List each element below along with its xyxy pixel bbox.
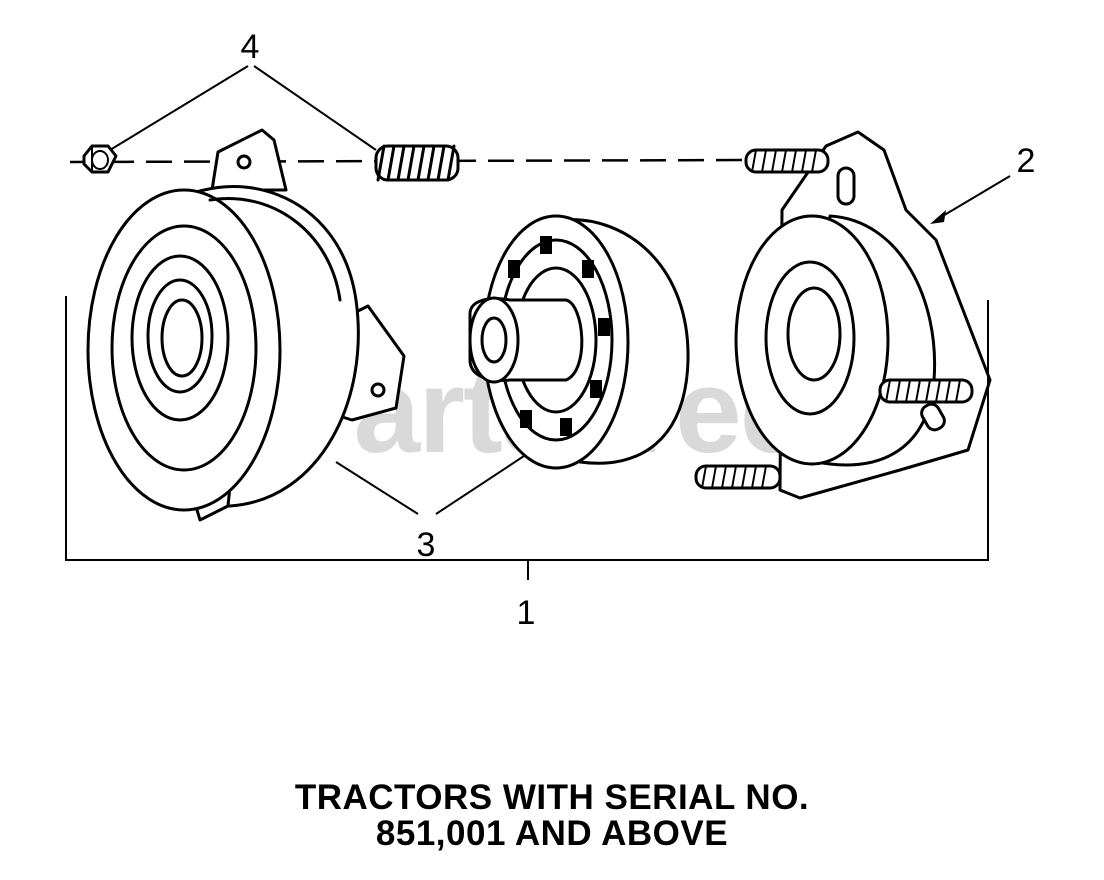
stud-bolt-icon <box>878 378 974 404</box>
callout-4: 4 <box>241 28 260 66</box>
clutch-housing-icon <box>86 128 406 522</box>
stud-bolt-icon <box>744 148 830 174</box>
assembly-bracket <box>65 296 989 580</box>
callout-3: 3 <box>417 526 436 564</box>
callout-1: 1 <box>517 594 536 632</box>
bearing-armature-icon <box>468 214 690 470</box>
callout-2: 2 <box>1017 142 1036 180</box>
caption-line-2: 851,001 AND ABOVE <box>375 814 729 853</box>
spring-icon <box>374 144 460 182</box>
nut-icon <box>82 144 118 174</box>
stud-bolt-icon <box>694 464 782 490</box>
brake-plate-icon <box>734 130 992 500</box>
leader-lines <box>109 65 1011 515</box>
caption-line-1: TRACTORS WITH SERIAL NO. <box>294 778 810 817</box>
bearing-balls <box>508 236 610 436</box>
